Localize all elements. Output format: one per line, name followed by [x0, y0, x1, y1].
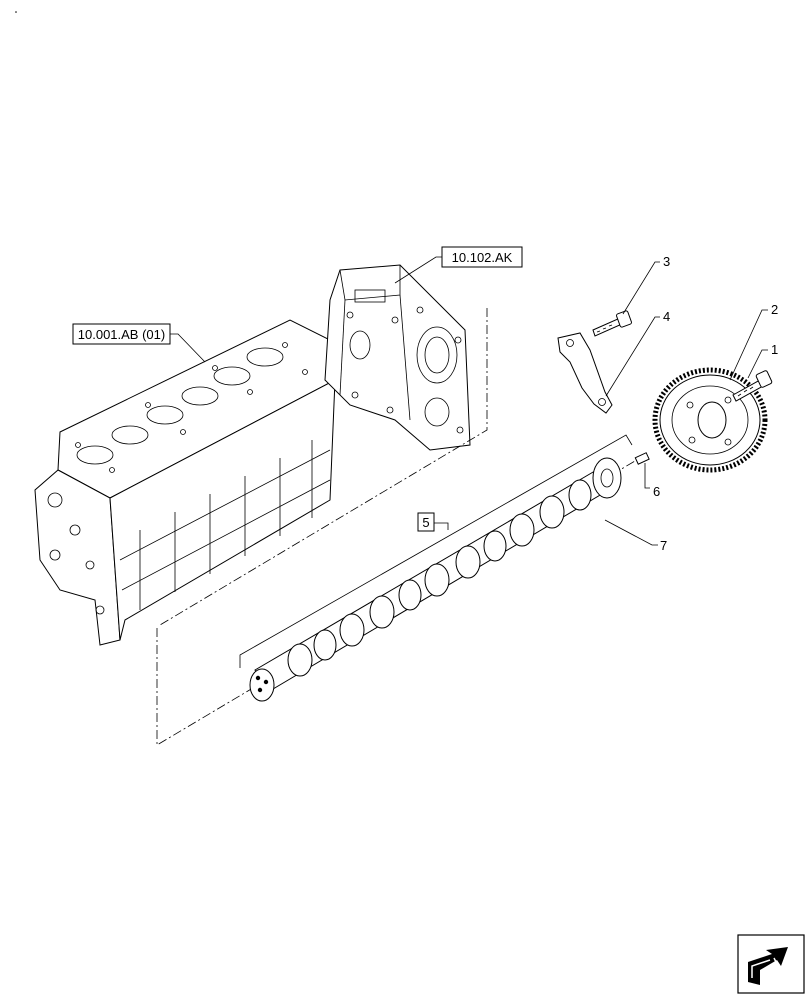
callout-5: 5	[422, 515, 429, 530]
callout-1[interactable]: 1	[771, 342, 778, 357]
corner-dot	[15, 11, 17, 13]
reference-gear-housing[interactable]: 10.102.AK	[441, 246, 523, 268]
retaining-plate-illustration[interactable]	[557, 332, 613, 414]
camshaft-gear-illustration[interactable]	[652, 367, 768, 473]
alignment-line-camshaft	[156, 457, 641, 746]
callout-6[interactable]: 6	[653, 484, 660, 499]
bolt-3-illustration[interactable]	[592, 310, 632, 337]
callout-5-box[interactable]: 5	[417, 512, 435, 532]
callout-3[interactable]: 3	[663, 254, 670, 269]
reference-engine-block[interactable]: 10.001.AB (01)	[72, 323, 171, 345]
alignment-line-housing	[159, 308, 488, 626]
dowel-pin-illustration[interactable]	[634, 452, 650, 465]
camshaft-illustration[interactable]	[249, 457, 622, 702]
gear-housing-illustration[interactable]	[324, 264, 471, 451]
reference-engine-block-label: 10.001.AB (01)	[78, 327, 165, 342]
next-page-arrow-icon[interactable]	[737, 934, 805, 994]
camshaft-assembly-bracket	[239, 434, 633, 668]
bolt-1-illustration[interactable]	[732, 370, 773, 402]
callout-7[interactable]: 7	[660, 538, 667, 553]
callout-2[interactable]: 2	[771, 302, 778, 317]
engine-block-illustration[interactable]	[34, 319, 341, 646]
callout-4[interactable]: 4	[663, 309, 670, 324]
reference-gear-housing-label: 10.102.AK	[452, 250, 513, 265]
leader-lines	[170, 256, 768, 546]
